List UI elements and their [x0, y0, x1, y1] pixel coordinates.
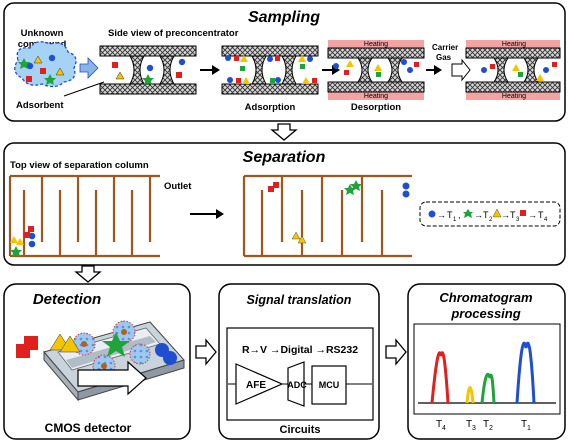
signal-chain-label: R→V →Digital →RS232: [242, 344, 358, 356]
svg-text:→: →: [474, 210, 483, 220]
order-t4: T: [538, 210, 544, 220]
order-t2: T: [483, 210, 489, 220]
order-t3-sub: 3: [516, 217, 520, 223]
peak-t3: [465, 386, 475, 404]
molecules-at-inlet: [10, 226, 36, 257]
afe-label: AFE: [246, 380, 266, 391]
down-arrow-2: [74, 265, 102, 283]
peak-label-t1-sub: 1: [527, 425, 531, 432]
svg-text:→: →: [528, 210, 537, 220]
separation-arrow: [190, 209, 224, 219]
peak-t1: [515, 341, 536, 404]
signal-translation-panel: Signal translation R→V →Digital →RS232 A…: [218, 283, 380, 440]
right-arrow-2: [385, 338, 407, 366]
peak-label-t3: T: [466, 419, 472, 430]
order-t4-sub: 4: [544, 217, 548, 223]
cmos-detector-label: CMOS detector: [45, 421, 132, 435]
peak-t2: [480, 372, 496, 404]
svg-text:,: ,: [458, 210, 461, 220]
peak-label-t2: T: [483, 419, 489, 430]
carrier-gas-label-2: Gas: [436, 53, 452, 62]
peak-label-t2-sub: 2: [489, 425, 493, 432]
preconcentrator-carrier-gas: [451, 40, 561, 100]
heating-label-top-1: Heating: [364, 41, 388, 48]
preconcentrator-adsorption: [221, 45, 319, 95]
desorption-label: Desorption: [351, 102, 401, 113]
carrier-gas-label-1: Carrier: [432, 43, 458, 52]
preconcentrator-desorption: [327, 40, 425, 100]
circuits-label: Circuits: [280, 424, 321, 436]
down-arrow-1: [270, 123, 298, 141]
sampling-panel: Sampling Unknown compound Side view of p…: [3, 2, 566, 122]
signal-translation-title: Signal translation: [247, 293, 352, 307]
mcu-label: MCU: [319, 380, 340, 390]
svg-text:→: →: [437, 210, 446, 220]
chromatogram-title-2: processing: [450, 306, 520, 321]
order-t3: T: [510, 210, 516, 220]
heating-label-bottom-2: Heating: [502, 93, 526, 100]
chromatogram-plot-frame: [413, 323, 561, 415]
top-view-label: Top view of separation column: [10, 160, 149, 171]
flow-arrow-1: [200, 65, 220, 75]
adc-label: ADC: [287, 380, 307, 390]
peak-t4: [430, 351, 450, 404]
svg-text:→: →: [501, 210, 510, 220]
separation-panel: Separation Top view of separation column…: [3, 142, 566, 266]
separation-column-start: [8, 174, 160, 258]
unknown-compound-cloud: [14, 41, 77, 88]
detection-title: Detection: [33, 291, 101, 308]
peak-label-t1: T: [521, 419, 527, 430]
peak-label-t3-sub: 3: [472, 425, 476, 432]
order-t1-sub: 1: [453, 217, 457, 223]
sampling-title: Sampling: [248, 9, 320, 26]
outlet-label: Outlet: [164, 181, 192, 192]
cmos-detector-illustration: [16, 320, 185, 402]
intake-arrow: [79, 57, 99, 79]
peak-label-t4: T: [436, 419, 442, 430]
chromatogram-title-1: Chromatogram: [439, 290, 533, 305]
order-t1: T: [447, 210, 453, 220]
adc-block: [287, 361, 305, 407]
elution-order-legend: → T 1 , → T 2 → T 3 → T 4: [419, 201, 561, 227]
adsorption-label: Adsorption: [245, 102, 296, 113]
separation-column-end: [242, 174, 412, 258]
adsorbent-label: Adsorbent: [16, 100, 64, 111]
peak-label-t4-sub: 4: [442, 425, 446, 432]
chromatogram-panel: Chromatogram processing T 4 T 3 T 2 T 1: [407, 283, 566, 440]
detection-panel: Detection CMOS detector: [3, 283, 191, 440]
heating-label-top-2: Heating: [502, 41, 526, 48]
mcu-block: [311, 365, 347, 405]
right-arrow-1: [195, 338, 217, 366]
unknown-compound-label-1: Unknown: [21, 28, 64, 39]
separation-title: Separation: [243, 149, 326, 166]
preconcentrator-empty: [99, 45, 197, 95]
afe-block: [235, 363, 284, 405]
flow-arrow-3: [426, 65, 442, 75]
order-t2-sub: 2: [489, 217, 493, 223]
side-view-label: Side view of preconcentrator: [108, 28, 239, 39]
separated-molecules: [268, 180, 410, 244]
heating-label-bottom-1: Heating: [364, 93, 388, 100]
